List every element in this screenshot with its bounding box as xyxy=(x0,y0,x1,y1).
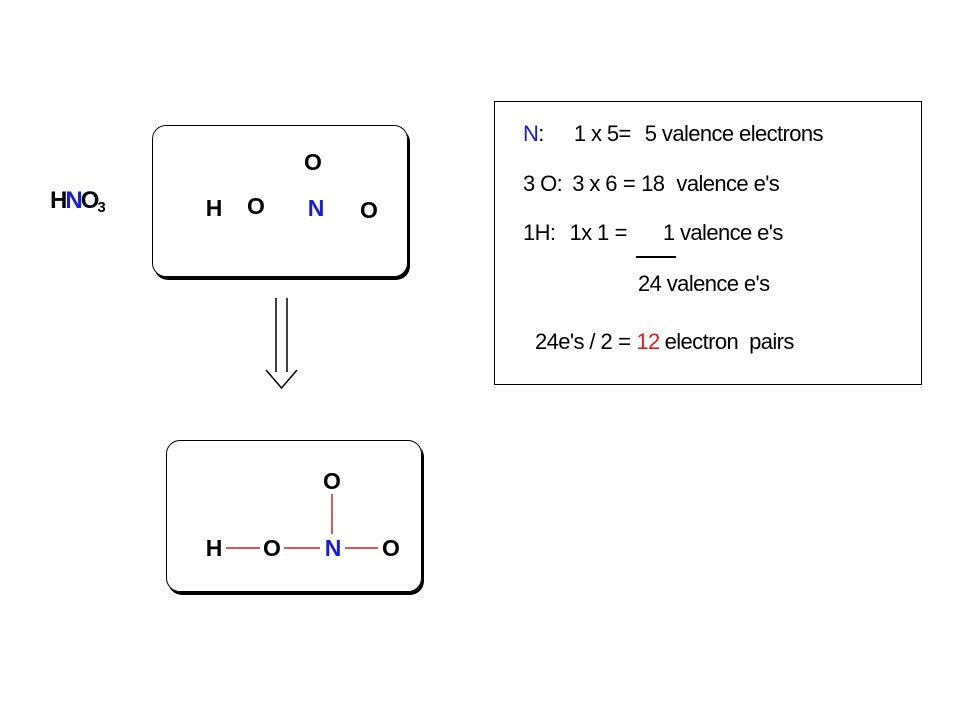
skeleton-box-bottom xyxy=(166,440,422,592)
skeleton-box-top xyxy=(152,125,408,277)
formula-o: O xyxy=(80,187,100,214)
atom-o-top: O xyxy=(323,468,341,494)
count-total: 24 valence e's xyxy=(638,271,770,296)
atom-o-left: O xyxy=(263,535,281,561)
atom-o-left: O xyxy=(247,193,265,219)
atom-h: H xyxy=(205,535,223,561)
atom-o-right: O xyxy=(360,197,378,223)
count-line-nitrogen: N:1 x 5=5 valence electrons xyxy=(523,121,824,146)
sum-underline xyxy=(636,256,676,258)
atom-o-right: O xyxy=(382,535,400,561)
atom-h: H xyxy=(205,195,223,221)
molecular-formula: HNO3 xyxy=(50,186,106,223)
atom-n: N xyxy=(307,195,325,221)
atom-o-top: O xyxy=(304,149,322,175)
formula-n: N xyxy=(65,187,82,214)
formula-h: H xyxy=(50,187,67,214)
electron-count-box xyxy=(494,101,922,385)
formula-subscript: 3 xyxy=(97,199,106,216)
count-line-hydrogen: 1H:1x 1=1 valence e's xyxy=(523,220,783,245)
atom-n: N xyxy=(324,535,342,561)
